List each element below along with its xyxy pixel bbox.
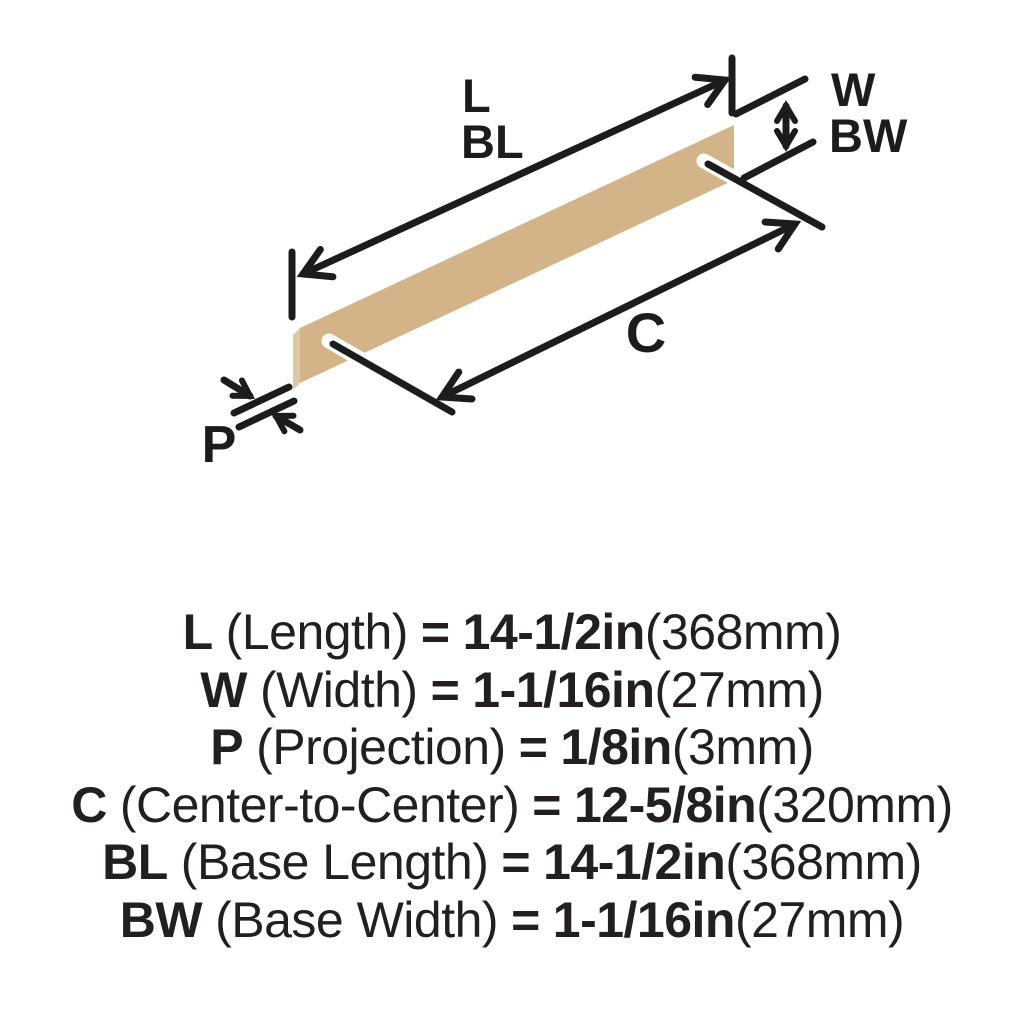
spec-metric-value: (27mm) [734,891,905,948]
label-length: L [462,69,491,122]
label-width: W [831,63,876,116]
p-arrow-lower [270,412,304,435]
spec-symbol: BW [119,891,203,948]
dimension-labels: L BL W BW C P [202,63,908,474]
spec-equals: = [518,719,548,776]
spec-symbol: W [200,661,247,718]
label-center-to-center: C [626,301,666,364]
w-extension-tick-lower [740,138,817,182]
p-tick-back [235,397,298,431]
spec-equals: = [420,604,450,660]
spec-equals: = [430,661,460,718]
spec-name: (Center-to-Center) [119,776,520,833]
spec-equals: = [501,834,531,891]
spec-imperial-value: 14-1/2in [462,604,646,660]
label-base-width: BW [829,109,908,162]
spec-symbol: BL [102,834,168,891]
spec-metric-value: (368mm) [725,834,922,891]
p-tick-front [230,383,293,417]
spec-symbol: L [182,604,214,660]
spec-line-projection: P (Projection) = 1/8in (3mm) [210,719,814,777]
p-arrow-upper [220,376,255,400]
spec-metric-value: (320mm) [756,776,953,833]
spec-metric-value: (3mm) [671,719,814,776]
spec-imperial-value: 12-5/8in [574,776,757,833]
spec-imperial-value: 1-1/16in [552,891,736,948]
spec-imperial-value: 1-1/16in [472,661,655,718]
c-leader-right [704,160,826,231]
spec-line-base-length: BL (Base Length) = 14-1/2in (368mm) [102,834,922,892]
spec-name: (Base Length) [180,834,489,891]
spec-line-center-to-center: C (Center-to-Center) = 12-5/8in (320mm) [71,777,953,835]
spec-name: (Projection) [256,719,506,776]
spec-symbol: C [71,776,107,833]
spec-line-width: W (Width) = 1-1/16in (27mm) [200,661,825,720]
spec-metric-value: (368mm) [644,604,842,660]
dimension-specs: L (Length) = 14-1/2in (368mm) W (Width) … [0,604,1024,950]
spec-name: (Width) [259,661,418,718]
spec-line-length: L (Length) = 14-1/2in (368mm) [183,604,842,662]
spec-name: (Length) [225,604,409,660]
bar-end-face [293,328,300,390]
l-dimension-arrow [296,73,732,281]
spec-metric-value: (27mm) [654,661,825,718]
c-dimension-arrow [435,218,802,403]
spec-equals: = [532,776,561,833]
label-base-length: BL [461,115,524,168]
spec-equals: = [511,891,540,948]
spec-name: (Base Width) [215,891,499,948]
w-extension-tick-upper [732,75,809,118]
spec-imperial-value: 1/8in [560,719,672,776]
label-projection: P [202,416,237,474]
spec-symbol: P [210,719,244,776]
spec-imperial-value: 14-1/2in [543,834,726,891]
dimension-lines [220,54,826,435]
c-leader-left [329,340,456,416]
spec-line-base-width: BW (Base Width) = 1-1/16in (27mm) [119,891,905,950]
